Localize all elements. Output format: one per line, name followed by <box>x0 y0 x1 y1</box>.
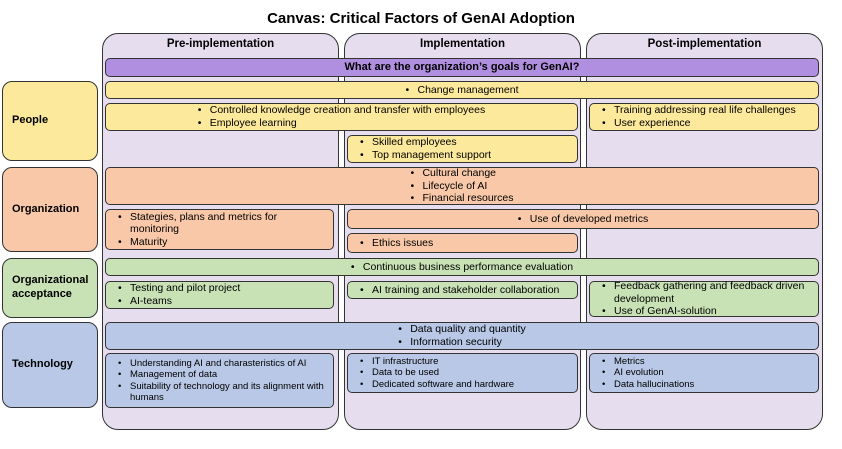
technology-span-box: Data quality and quantity Information se… <box>105 322 819 350</box>
organization-impl-post-box: Use of developed metrics <box>347 209 819 229</box>
acceptance-post-box: Feedback gathering and feedback driven d… <box>589 280 819 318</box>
row-label-organization: Organization <box>2 167 98 252</box>
technology-pre-box: Understanding AI and charasteristics of … <box>105 353 334 408</box>
row-label-organizational-acceptance: Organizational acceptance <box>2 258 98 318</box>
technology-impl-box: IT infrastructure Data to be used Dedica… <box>347 353 578 393</box>
list-item: Top management support <box>360 149 491 162</box>
people-post-box: Training addressing real life challenges… <box>589 103 819 131</box>
list-item: AI training and stakeholder collaboratio… <box>360 284 559 297</box>
column-header-pre: Pre-implementation <box>166 38 275 50</box>
list-item: Dedicated software and hardware <box>360 379 514 391</box>
people-span-box: Change management <box>105 81 819 99</box>
list-item: Financial resources <box>410 192 513 205</box>
row-label-technology: Technology <box>2 322 98 408</box>
list-item: Change management <box>406 84 519 97</box>
list-item: Management of data <box>118 369 330 381</box>
list-item: Data quality and quantity <box>398 323 526 336</box>
column-header-impl: Implementation <box>420 38 505 50</box>
organization-pre-box: Stategies, plans and metrics for monitor… <box>105 209 334 250</box>
acceptance-pre-box: Testing and pilot project AI-teams <box>105 281 334 309</box>
list-item: Use of developed metrics <box>518 213 648 226</box>
list-item: Maturity <box>118 236 295 249</box>
list-item: Suitability of technology and its alignm… <box>118 381 330 404</box>
people-pre-impl-box: Controlled knowledge creation and transf… <box>105 103 578 131</box>
page-title: Canvas: Critical Factors of GenAI Adopti… <box>267 10 575 27</box>
row-label-people: People <box>2 81 98 161</box>
list-item: IT infrastructure <box>360 356 514 368</box>
goals-banner: What are the organization’s goals for Ge… <box>105 58 819 77</box>
list-item: Controlled knowledge creation and transf… <box>198 104 486 117</box>
list-item: Testing and pilot project <box>118 282 240 295</box>
list-item: AI evolution <box>602 367 694 379</box>
acceptance-span-box: Continuous business performance evaluati… <box>105 258 819 276</box>
list-item: Data to be used <box>360 367 514 379</box>
list-item: AI-teams <box>118 295 240 308</box>
list-item: Lifecycle of AI <box>410 180 513 193</box>
list-item: Ethics issues <box>360 237 433 250</box>
organization-impl-box: Ethics issues <box>347 233 578 253</box>
list-item: Training addressing real life challenges <box>602 104 796 117</box>
column-header-post: Post-implementation <box>647 38 762 50</box>
list-item: Continuous business performance evaluati… <box>351 261 573 274</box>
technology-post-box: Metrics AI evolution Data hallucinations <box>589 353 819 393</box>
list-item: Understanding AI and charasteristics of … <box>118 358 330 370</box>
people-impl-box: Skilled employees Top management support <box>347 135 578 163</box>
list-item: Stategies, plans and metrics for monitor… <box>118 211 295 236</box>
list-item: Information security <box>398 336 526 349</box>
list-item: Employee learning <box>198 117 486 130</box>
list-item: Skilled employees <box>360 136 491 149</box>
list-item: Use of GenAI-solution <box>602 305 814 318</box>
organization-span-box: Cultural change Lifecycle of AI Financia… <box>105 167 819 205</box>
list-item: Cultural change <box>410 167 513 180</box>
list-item: Metrics <box>602 356 694 368</box>
acceptance-impl-box: AI training and stakeholder collaboratio… <box>347 281 578 299</box>
goals-text: What are the organization’s goals for Ge… <box>344 60 580 73</box>
list-item: User experience <box>602 117 796 130</box>
list-item: Data hallucinations <box>602 379 694 391</box>
list-item: Feedback gathering and feedback driven d… <box>602 280 814 305</box>
